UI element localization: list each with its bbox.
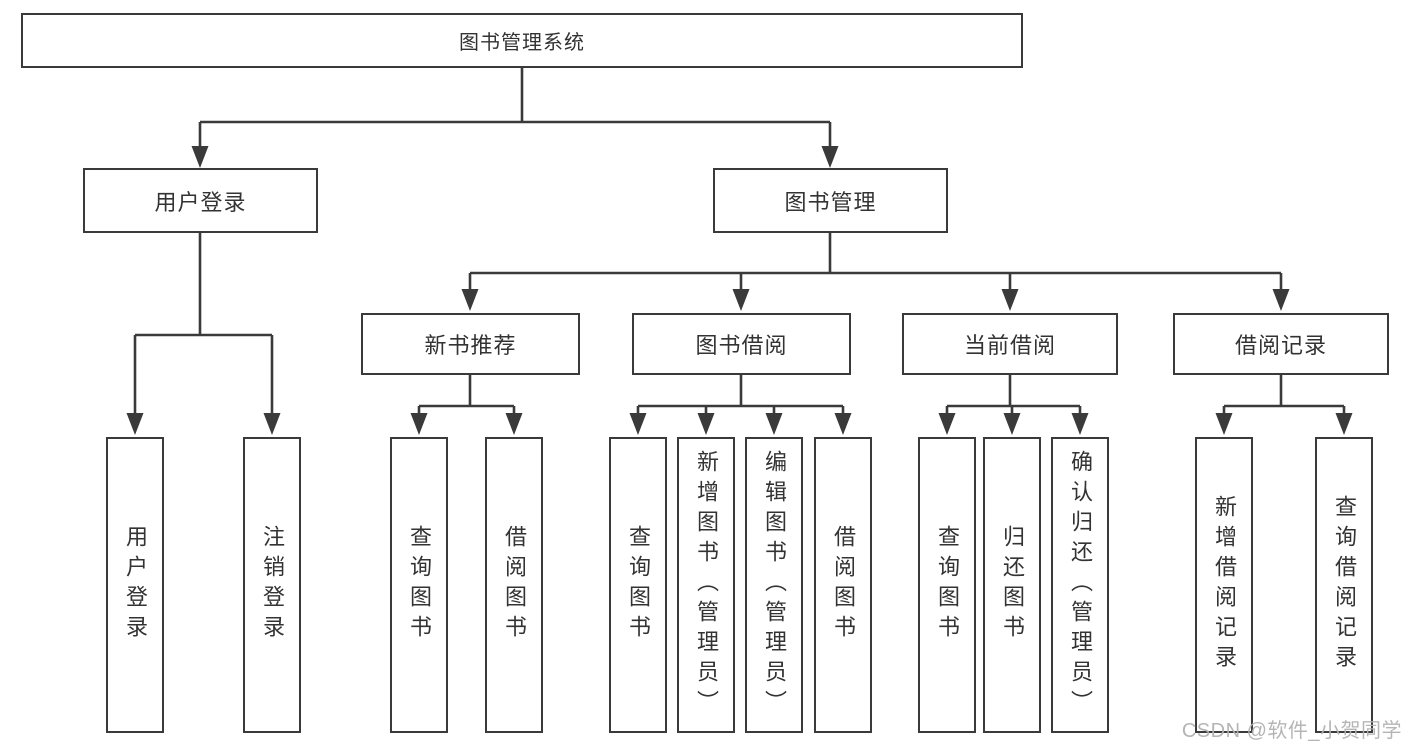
- connector-book-borrow-to-leaves: [629, 375, 852, 435]
- leaf-return-books: 归还图书: [983, 437, 1041, 733]
- node-borrow-records: 借阅记录: [1173, 313, 1389, 375]
- node-library-management-system: 图书管理系统: [21, 13, 1023, 68]
- node-book-management: 图书管理: [713, 168, 948, 233]
- leaf-edit-book-admin: 编辑图书（管理员）: [745, 437, 803, 733]
- connector-root-to-level2: [191, 68, 839, 168]
- leaf-query-books-borrow: 查询图书: [609, 437, 667, 733]
- connector-new-book-to-leaves: [410, 375, 523, 435]
- connector-borrow-records-to-leaves: [1215, 375, 1353, 435]
- watermark: CSDN @软件_小贺同学: [1181, 720, 1402, 742]
- leaf-confirm-return-admin: 确认归还（管理员）: [1051, 437, 1109, 733]
- leaf-query-books-recommend: 查询图书: [390, 437, 448, 733]
- leaf-add-book-admin: 新增图书（管理员）: [677, 437, 735, 733]
- leaf-add-borrow-record: 新增借阅记录: [1195, 437, 1253, 733]
- leaf-borrow-books: 借阅图书: [814, 437, 872, 733]
- connector-book-mgmt-to-level3: [461, 233, 1290, 311]
- connector-current-borrow-to-leaves: [938, 375, 1089, 435]
- node-user-login: 用户登录: [83, 168, 318, 233]
- node-new-book-recommend: 新书推荐: [361, 313, 580, 375]
- leaf-query-books-current: 查询图书: [918, 437, 976, 733]
- leaf-borrow-books-recommend: 借阅图书: [485, 437, 543, 733]
- leaf-logout: 注销登录: [243, 437, 301, 733]
- leaf-query-borrow-record: 查询借阅记录: [1315, 437, 1373, 733]
- node-current-borrow: 当前借阅: [902, 313, 1118, 375]
- leaf-user-login: 用户登录: [106, 437, 164, 733]
- connector-user-login-to-leaves: [126, 233, 281, 435]
- node-book-borrow: 图书借阅: [632, 313, 851, 375]
